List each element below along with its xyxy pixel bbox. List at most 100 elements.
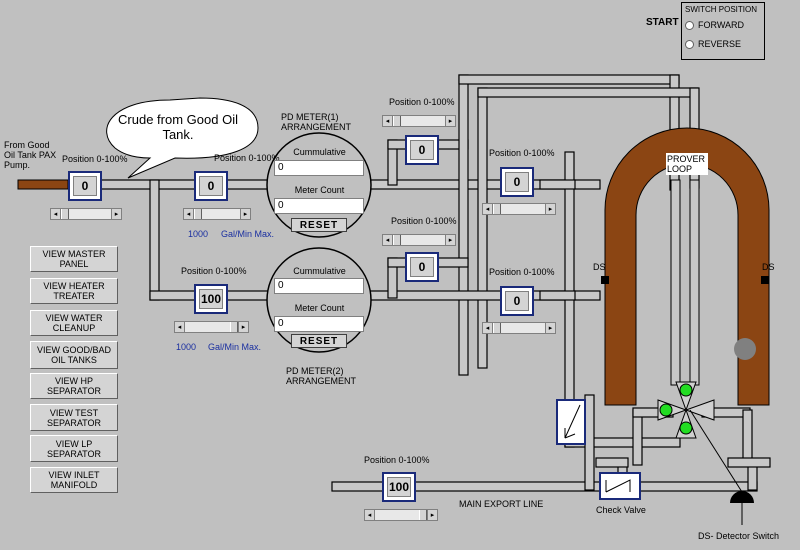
- scroll-thumb[interactable]: [393, 116, 401, 126]
- meter2-inlet-scrollbar[interactable]: ◂▸: [174, 321, 249, 333]
- diverter-led-bottom: [679, 421, 693, 435]
- scroll-thumb[interactable]: [393, 235, 401, 245]
- export-check-valve: [599, 472, 641, 500]
- left-arrow-icon[interactable]: ◂: [483, 204, 493, 214]
- view-test-separator-button[interactable]: VIEW TEST SEPARATOR: [30, 404, 118, 431]
- export-riser-pipe: [584, 394, 595, 491]
- export-valve[interactable]: 100: [382, 472, 416, 502]
- check-valve-arrow-icon: [564, 404, 581, 439]
- right-arrow-icon[interactable]: ▸: [427, 510, 437, 520]
- left-arrow-icon[interactable]: ◂: [175, 322, 185, 332]
- export-scrollbar[interactable]: ◂▸: [364, 509, 438, 521]
- meter2-out-position-label: Position 0-100%: [489, 267, 555, 277]
- inlet-riser-pipe: [149, 179, 160, 301]
- meter1-bypass-valve-value: 0: [410, 140, 434, 160]
- left-arrow-icon[interactable]: ◂: [483, 323, 493, 333]
- right-arrow-icon[interactable]: ▸: [238, 322, 248, 332]
- pd-meter1-title: PD METER(1) ARRANGEMENT: [281, 112, 352, 132]
- meter2-bypass-valve-value: 0: [410, 257, 434, 277]
- meter2-outlet-scrollbar[interactable]: ◂▸: [482, 322, 556, 334]
- meter1-to-prover-pipe: [539, 179, 576, 190]
- meter2-count-field[interactable]: 0: [274, 316, 364, 332]
- meter2-bypass-valve[interactable]: 0: [405, 252, 439, 282]
- meter2-cumulative-field[interactable]: 0: [274, 278, 364, 294]
- right-arrow-icon[interactable]: ▸: [445, 116, 455, 126]
- ds-left-sensor: [601, 276, 609, 284]
- diverter-led-left: [659, 403, 673, 417]
- export-check-valve-arrow-icon: [605, 479, 631, 493]
- prover-center-pipe-2: [689, 179, 700, 386]
- forward-radio[interactable]: FORWARD: [685, 20, 744, 31]
- vertical-header-pipe: [458, 74, 469, 376]
- left-arrow-icon[interactable]: ◂: [365, 510, 375, 520]
- meter1-inlet-valve[interactable]: 0: [194, 171, 228, 201]
- right-arrow-icon[interactable]: ▸: [545, 323, 555, 333]
- source-pipe: [17, 179, 69, 190]
- prover-loop-label: PROVER LOOP: [666, 153, 708, 175]
- reverse-radio[interactable]: REVERSE: [685, 39, 741, 50]
- export-valve-value: 100: [387, 477, 411, 497]
- view-hp-separator-button[interactable]: VIEW HP SEPARATOR: [30, 373, 118, 399]
- left-arrow-icon[interactable]: ◂: [184, 209, 194, 219]
- left-arrow-icon[interactable]: ◂: [51, 209, 61, 219]
- view-water-cleanup-button[interactable]: VIEW WATER CLEANUP: [30, 310, 118, 336]
- radio-icon: [685, 40, 694, 50]
- source-label: From Good Oil Tank PAX Pump.: [4, 140, 57, 170]
- meter2-inlet-valve[interactable]: 100: [194, 284, 228, 314]
- detector-lead: [689, 409, 743, 493]
- meter2-count-label: Meter Count: [294, 303, 345, 313]
- meter1-in-position-label: Position 0-100%: [214, 153, 280, 163]
- top-header-pipe: [458, 74, 680, 85]
- scroll-thumb[interactable]: [419, 510, 427, 520]
- check-valve-label: Check Valve: [596, 505, 646, 515]
- ds-left-label: DS: [593, 262, 606, 272]
- inlet-valve-value: 0: [73, 176, 97, 196]
- meter2-outlet-valve[interactable]: 0: [500, 286, 534, 316]
- meter1-out-position-label: Position 0-100%: [489, 148, 555, 158]
- scroll-thumb[interactable]: [493, 204, 501, 214]
- view-master-panel-button[interactable]: VIEW MASTER PANEL: [30, 246, 118, 272]
- right-arrow-icon[interactable]: ▸: [111, 209, 121, 219]
- callout-text: Crude from Good Oil Tank.: [118, 112, 238, 142]
- inlet-scrollbar[interactable]: ◂▸: [50, 208, 122, 220]
- prover-loop: [604, 127, 770, 406]
- prover-center-pipe: [670, 179, 681, 386]
- prover-leg-left: [632, 409, 643, 466]
- four-way-valve[interactable]: [657, 381, 715, 439]
- meter1-bypass-scrollbar[interactable]: ◂▸: [382, 115, 456, 127]
- meter1-reset-button[interactable]: RESET: [291, 218, 347, 232]
- right-arrow-icon[interactable]: ▸: [445, 235, 455, 245]
- view-lp-separator-button[interactable]: VIEW LP SEPARATOR: [30, 435, 118, 462]
- meter2-flow-unit: Gal/Min Max.: [208, 342, 262, 352]
- scroll-thumb[interactable]: [194, 209, 202, 219]
- meter1-count-field[interactable]: 0: [274, 198, 364, 214]
- left-arrow-icon[interactable]: ◂: [383, 235, 393, 245]
- scroll-thumb[interactable]: [61, 209, 69, 219]
- left-arrow-icon[interactable]: ◂: [383, 116, 393, 126]
- scroll-thumb[interactable]: [493, 323, 501, 333]
- meter1-bypass-position-label: Position 0-100%: [389, 97, 455, 107]
- meter1-cumulative-field[interactable]: 0: [274, 160, 364, 176]
- detector-switch-label: DS- Detector Switch: [698, 531, 780, 541]
- inlet-valve[interactable]: 0: [68, 171, 102, 201]
- meter2-bypass-scrollbar[interactable]: ◂▸: [382, 234, 456, 246]
- view-heater-treater-button[interactable]: VIEW HEATER TREATER: [30, 278, 118, 304]
- meter1-cumulative-label: Cummulative: [293, 147, 346, 157]
- view-inlet-manifold-button[interactable]: VIEW INLET MANIFOLD: [30, 467, 118, 493]
- meter1-outlet-scrollbar[interactable]: ◂▸: [482, 203, 556, 215]
- meter1-flow-unit: Gal/Min Max.: [221, 229, 275, 239]
- scroll-thumb[interactable]: [230, 322, 238, 332]
- view-oil-tanks-button[interactable]: VIEW GOOD/BAD OIL TANKS: [30, 341, 118, 369]
- callout-bubble: [106, 97, 259, 179]
- meter1-inlet-valve-value: 0: [199, 176, 223, 196]
- right-arrow-icon[interactable]: ▸: [240, 209, 250, 219]
- ds-right-label: DS: [762, 262, 775, 272]
- meter1-outlet-valve[interactable]: 0: [500, 167, 534, 197]
- meter1-inlet-scrollbar[interactable]: ◂▸: [183, 208, 251, 220]
- inlet-position-label: Position 0-100%: [62, 154, 128, 164]
- meter1-bypass-valve[interactable]: 0: [405, 135, 439, 165]
- meter2-bypass-position-label: Position 0-100%: [391, 216, 457, 226]
- right-arrow-icon[interactable]: ▸: [545, 204, 555, 214]
- meter2-reset-button[interactable]: RESET: [291, 334, 347, 348]
